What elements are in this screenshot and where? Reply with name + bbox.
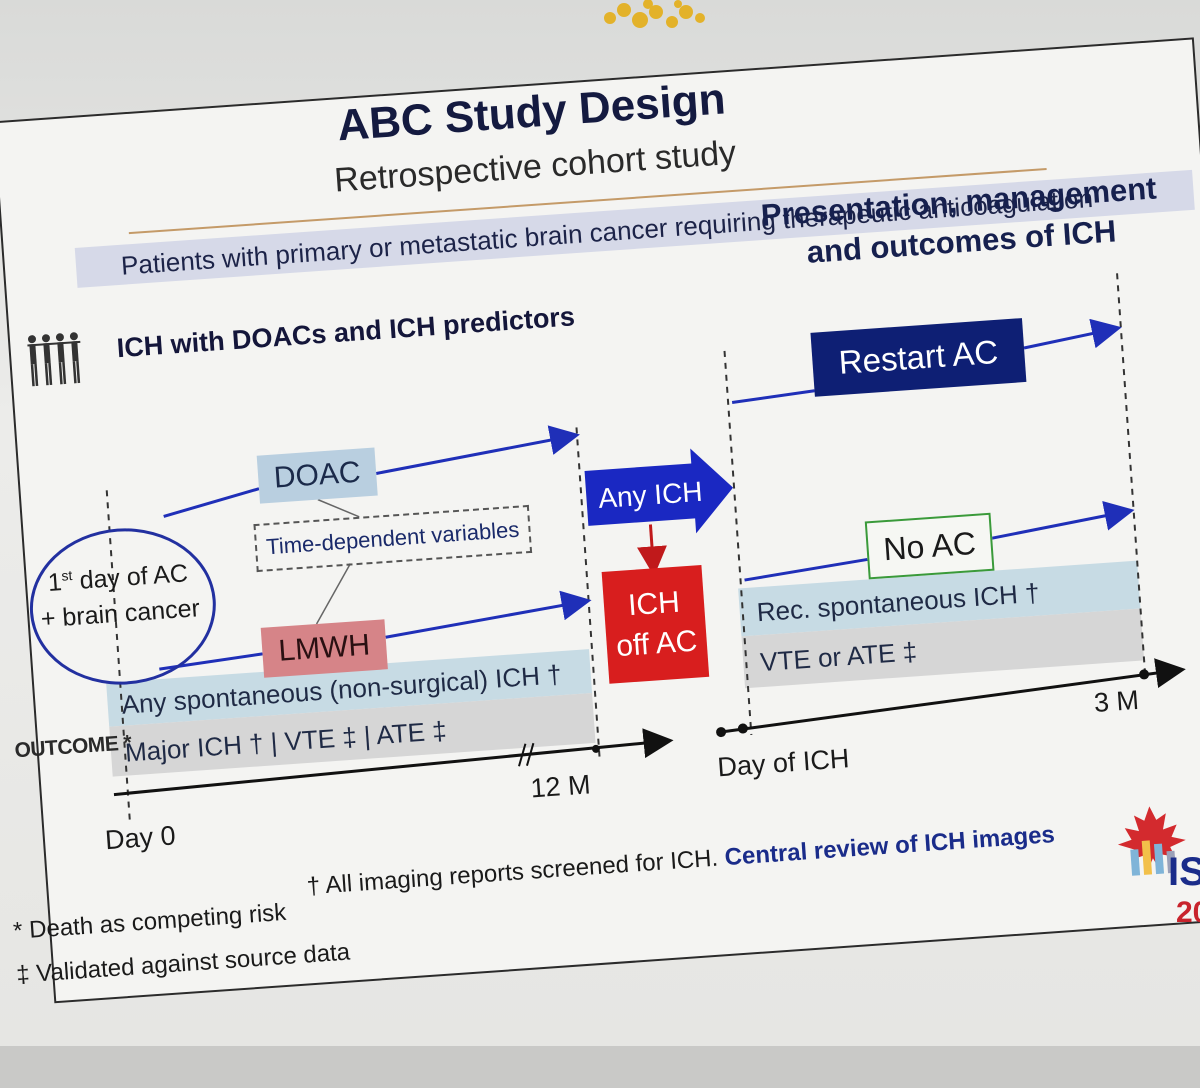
no-ac-box: No AC — [864, 512, 995, 580]
axis-12m: 12 M — [529, 769, 592, 804]
start-ellipse-text: 1st day of AC + brain cancer — [26, 548, 211, 639]
ich-off-line2: off AC — [615, 624, 699, 664]
start-ellipse-line2: + brain cancer — [40, 594, 201, 634]
doac-box: DOAC — [256, 447, 378, 504]
axis-day0: Day 0 — [104, 820, 177, 856]
photo-background: ABC Study Design Retrospective cohort st… — [0, 0, 1200, 1046]
logo-year: 20 — [1176, 896, 1200, 929]
lmwh-box: LMWH — [260, 619, 388, 678]
start-ellipse-rest: day of AC — [71, 559, 189, 596]
ich-off-ac-box: ICH off AC — [601, 565, 710, 684]
projector-screen-top-decoration — [604, 0, 705, 28]
axis-3m: 3 M — [1092, 684, 1140, 718]
ich-off-line1: ICH — [627, 585, 681, 623]
people-group-icon — [27, 332, 81, 387]
maple-leaf-city-logo-icon — [1117, 806, 1186, 876]
logo-text: IS — [1168, 850, 1200, 894]
